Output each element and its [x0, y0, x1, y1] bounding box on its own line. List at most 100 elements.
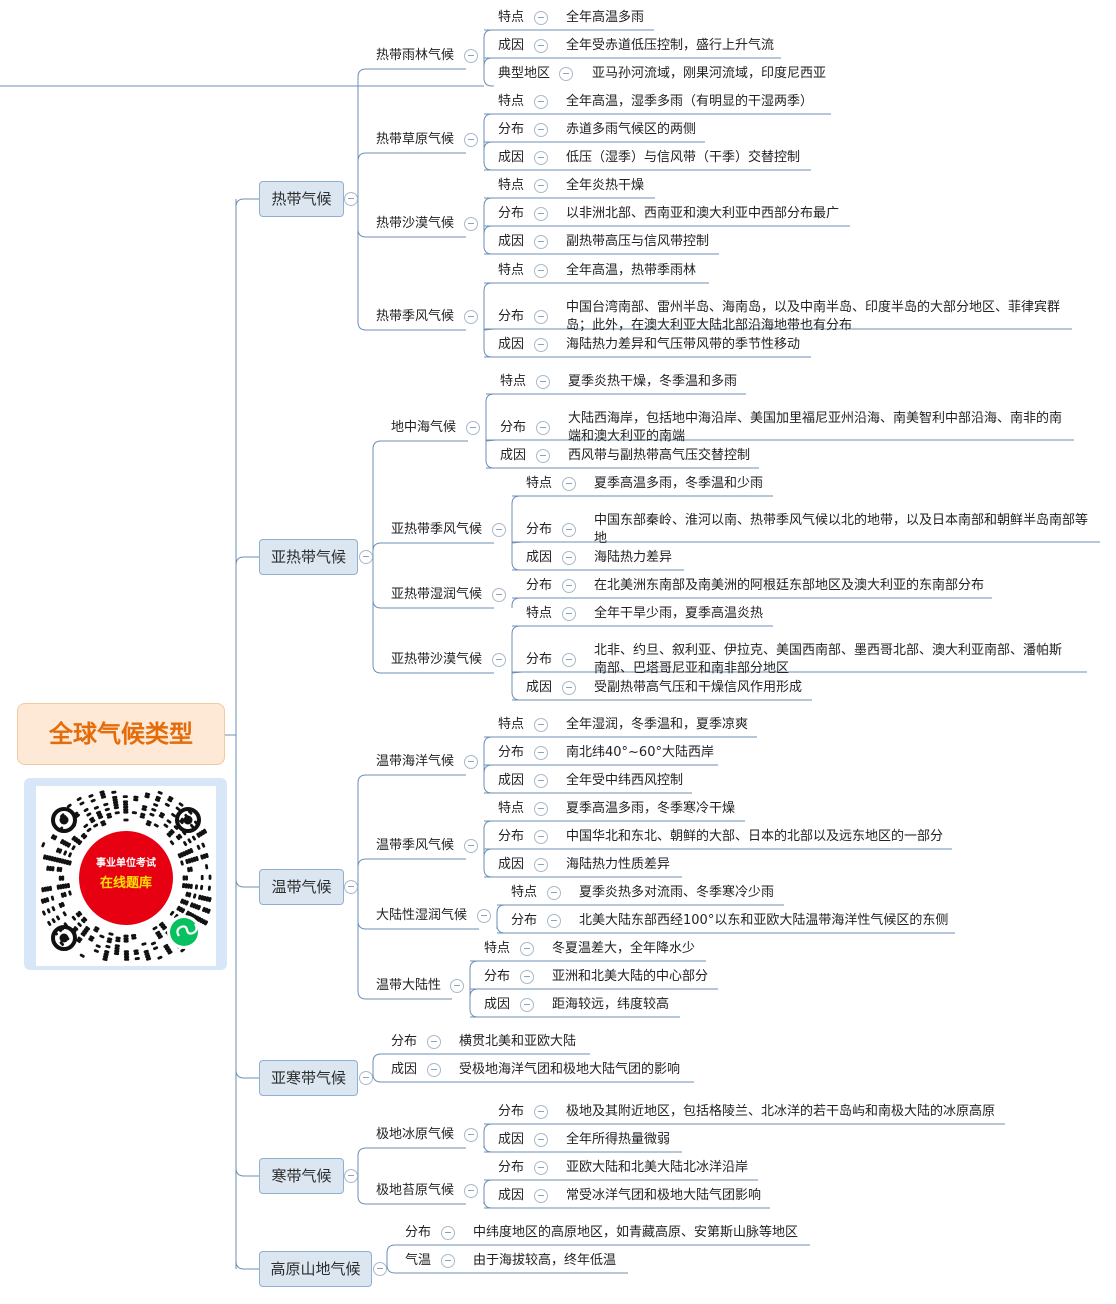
item-collapse-icon[interactable]: [547, 914, 561, 928]
item-collapse-icon[interactable]: [427, 1035, 441, 1049]
item-collapse-icon[interactable]: [534, 802, 548, 816]
item-value: 亚洲和北美大陆的中心部分: [552, 969, 709, 984]
item-collapse-icon[interactable]: [536, 421, 550, 435]
item-collapse-icon[interactable]: [547, 886, 561, 900]
item-key: 成因: [498, 857, 525, 872]
item-collapse-icon[interactable]: [534, 207, 548, 221]
item-collapse-icon[interactable]: [427, 1063, 441, 1077]
qr-line2: 在线题库: [100, 875, 152, 890]
item-collapse-icon[interactable]: [562, 653, 576, 667]
item-key: 成因: [500, 448, 527, 463]
item-collapse-icon[interactable]: [534, 151, 548, 165]
category-node[interactable]: 亚寒带气候: [259, 1060, 358, 1096]
item-key: 特点: [498, 263, 525, 278]
item-collapse-icon[interactable]: [534, 235, 548, 249]
category-node[interactable]: 亚热带气候: [259, 539, 358, 575]
connector-curve: [483, 113, 494, 153]
sub-collapse-icon[interactable]: [464, 49, 478, 63]
qr-code-icon[interactable]: 事业单位考试 在线题库: [36, 786, 216, 966]
connector-curve: [372, 557, 383, 609]
item-collapse-icon[interactable]: [534, 774, 548, 788]
item-value: 由于海拔较高，终年低温: [473, 1253, 617, 1268]
item-collapse-icon[interactable]: [534, 39, 548, 53]
connector-curve: [357, 199, 368, 331]
item-value: 在北美洲东南部及南美洲的阿根廷东部地区及澳大利亚的东南部分布: [594, 578, 985, 593]
item-collapse-icon[interactable]: [562, 551, 576, 565]
sub-collapse-icon[interactable]: [466, 421, 480, 435]
item-collapse-icon[interactable]: [534, 95, 548, 109]
item-collapse-icon[interactable]: [536, 449, 550, 463]
sub-collapse-icon[interactable]: [492, 588, 506, 602]
item-collapse-icon[interactable]: [534, 179, 548, 193]
item-value: 西风带与副热带高气压交替控制: [568, 448, 751, 463]
item-collapse-icon[interactable]: [534, 1133, 548, 1147]
item-collapse-icon[interactable]: [534, 858, 548, 872]
item-collapse-icon[interactable]: [534, 830, 548, 844]
item-value: 受副热带高气压和干燥信风作用形成: [594, 680, 803, 695]
item-collapse-icon[interactable]: [562, 523, 576, 537]
item-key: 成因: [391, 1062, 418, 1077]
item-key: 特点: [511, 885, 538, 900]
category-node[interactable]: 热带气候: [259, 181, 344, 217]
item-collapse-icon[interactable]: [534, 123, 548, 137]
category-collapse-icon[interactable]: [344, 880, 358, 894]
sub-label: 极地苔原气候: [376, 1183, 455, 1198]
sub-collapse-icon[interactable]: [464, 310, 478, 324]
item-collapse-icon[interactable]: [441, 1226, 455, 1240]
item-collapse-icon[interactable]: [534, 1189, 548, 1203]
item-collapse-icon[interactable]: [534, 338, 548, 352]
item-collapse-icon[interactable]: [562, 681, 576, 695]
item-key: 分布: [500, 420, 527, 435]
item-collapse-icon[interactable]: [562, 477, 576, 491]
sub-collapse-icon[interactable]: [450, 979, 464, 993]
item-key: 分布: [526, 652, 553, 667]
item-collapse-icon[interactable]: [520, 970, 534, 984]
sub-collapse-icon[interactable]: [464, 217, 478, 231]
item-collapse-icon[interactable]: [562, 607, 576, 621]
category-node[interactable]: 温带气候: [259, 869, 344, 905]
item-collapse-icon[interactable]: [534, 746, 548, 760]
category-collapse-icon[interactable]: [373, 1262, 387, 1276]
item-value: 全年受赤道低压控制，盛行上升气流: [566, 38, 775, 53]
connector-curve: [469, 960, 480, 999]
item-collapse-icon[interactable]: [536, 375, 550, 389]
sub-collapse-icon[interactable]: [492, 523, 506, 537]
sub-collapse-icon[interactable]: [492, 653, 506, 667]
sub-collapse-icon[interactable]: [464, 839, 478, 853]
item-collapse-icon[interactable]: [562, 579, 576, 593]
connector-curve: [386, 1264, 397, 1274]
connector-curve: [483, 328, 495, 331]
category-node[interactable]: 寒带气候: [259, 1158, 344, 1194]
sub-collapse-icon[interactable]: [477, 909, 491, 923]
item-collapse-icon[interactable]: [534, 718, 548, 732]
item-key: 分布: [498, 309, 525, 324]
category-node[interactable]: 高原山地气候: [259, 1251, 372, 1287]
item-key: 分布: [498, 1104, 525, 1119]
category-collapse-icon[interactable]: [359, 1071, 373, 1085]
item-key: 特点: [498, 94, 525, 109]
category-collapse-icon[interactable]: [344, 1169, 358, 1183]
sub-collapse-icon[interactable]: [464, 1128, 478, 1142]
item-collapse-icon[interactable]: [520, 942, 534, 956]
item-collapse-icon[interactable]: [534, 264, 548, 278]
category-collapse-icon[interactable]: [344, 192, 358, 206]
category-collapse-icon[interactable]: [359, 550, 373, 564]
item-key: 成因: [498, 773, 525, 788]
connector-curve: [357, 887, 368, 1000]
sub-collapse-icon[interactable]: [464, 1184, 478, 1198]
item-key: 分布: [511, 913, 538, 928]
sub-collapse-icon[interactable]: [464, 133, 478, 147]
item-collapse-icon[interactable]: [559, 67, 573, 81]
item-key: 特点: [526, 476, 553, 491]
item-key: 分布: [498, 745, 525, 760]
item-collapse-icon[interactable]: [441, 1254, 455, 1268]
item-value: 全年高温，湿季多雨（有明显的干湿两季）: [566, 94, 814, 109]
sub-collapse-icon[interactable]: [464, 755, 478, 769]
item-collapse-icon[interactable]: [534, 11, 548, 25]
item-collapse-icon[interactable]: [534, 1105, 548, 1119]
item-collapse-icon[interactable]: [534, 1161, 548, 1175]
item-collapse-icon[interactable]: [520, 998, 534, 1012]
connector-curve: [483, 848, 494, 859]
item-collapse-icon[interactable]: [534, 310, 548, 324]
